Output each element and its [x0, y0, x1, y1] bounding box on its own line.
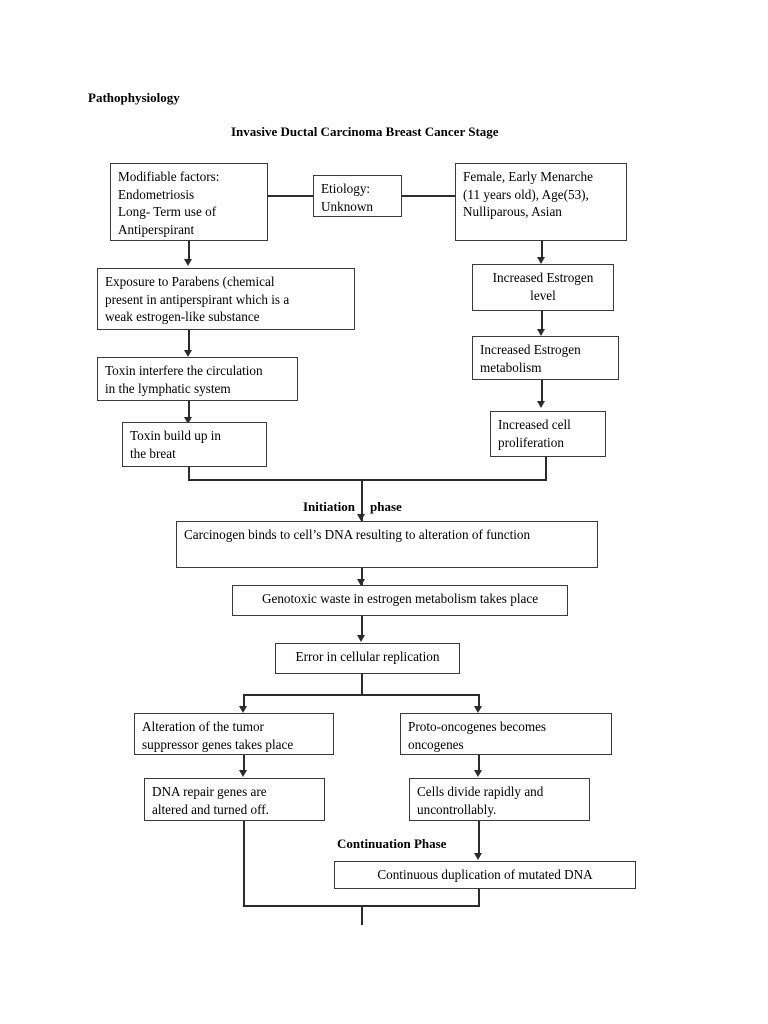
edge-genotoxic-error: [361, 616, 363, 638]
section-heading: Pathophysiology: [88, 90, 180, 105]
edge-split-right: [478, 694, 480, 710]
edge-proto-oncogenes-cells-divide: [478, 755, 480, 773]
node-toxin-build-up[interactable]: Toxin build up in the breat: [122, 422, 267, 467]
edge-bottom-outflow: [361, 905, 363, 925]
node-genotoxic-waste[interactable]: Genotoxic waste in estrogen metabolism t…: [232, 585, 568, 616]
page-title: Invasive Ductal Carcinoma Breast Cancer …: [231, 124, 499, 139]
arrow-nonmodifiable-estrogen-level: [537, 257, 545, 264]
label-continuation-phase: Continuation Phase: [337, 836, 447, 851]
node-modifiable-factors[interactable]: Modifiable factors: Endometriosis Long- …: [110, 163, 268, 241]
edge-proliferation-down: [545, 457, 547, 481]
node-carcinogen-binds[interactable]: Carcinogen binds to cell’s DNA resulting…: [176, 521, 598, 568]
edge-nonmodifiable-estrogen-level: [541, 241, 543, 260]
arrow-proto-oncogenes-cells-divide: [474, 770, 482, 777]
arrow-cells-divide-continuous: [474, 853, 482, 860]
arrow-estrogen-level-metabolism: [537, 329, 545, 336]
label-initiation-phase-left: Initiation: [303, 499, 356, 514]
edge-toxin-build-down: [188, 467, 190, 481]
arrow-parabens-toxin-interfere: [184, 350, 192, 357]
edge-etiology-nonmodifiable: [402, 195, 455, 197]
edge-tumor-suppressor-dna-repair: [243, 755, 245, 773]
node-tumor-suppressor[interactable]: Alteration of the tumor suppressor genes…: [134, 713, 334, 755]
edge-parabens-toxin-interfere: [188, 330, 190, 353]
arrow-modifiable-parabens: [184, 259, 192, 266]
label-initiation-phase-right: phase: [370, 499, 402, 514]
node-error-cellular-replication[interactable]: Error in cellular replication: [275, 643, 460, 674]
node-exposure-parabens[interactable]: Exposure to Parabens (chemical present i…: [97, 268, 355, 330]
node-toxin-interfere[interactable]: Toxin interfere the circulation in the l…: [97, 357, 298, 401]
arrow-carcinogen-genotoxic: [357, 579, 365, 586]
node-nonmodifiable-factors[interactable]: Female, Early Menarche (11 years old), A…: [455, 163, 627, 241]
node-proto-oncogenes[interactable]: Proto-oncogenes becomes oncogenes: [400, 713, 612, 755]
arrow-toxin-interfere-build: [184, 417, 192, 424]
edge-error-split-stem: [361, 674, 363, 696]
node-cells-divide[interactable]: Cells divide rapidly and uncontrollably.: [409, 778, 590, 821]
arrow-split-left: [239, 706, 247, 713]
node-increased-estrogen-metabolism[interactable]: Increased Estrogen metabolism: [472, 336, 619, 380]
edge-modifiable-parabens: [188, 241, 190, 262]
arrow-merge-to-carcinogen: [357, 514, 365, 521]
node-dna-repair-genes[interactable]: DNA repair genes are altered and turned …: [144, 778, 325, 821]
edge-cells-divide-continuous: [478, 821, 480, 857]
edge-dna-repair-down: [243, 821, 245, 907]
edge-toxin-interfere-build: [188, 401, 190, 420]
arrow-split-right: [474, 706, 482, 713]
edge-modifiable-etiology: [268, 195, 313, 197]
edge-merge-to-carcinogen: [361, 479, 363, 521]
edge-metabolism-proliferation: [541, 380, 543, 404]
node-etiology[interactable]: Etiology: Unknown: [313, 175, 402, 217]
node-continuous-duplication[interactable]: Continuous duplication of mutated DNA: [334, 861, 636, 889]
node-increased-cell-proliferation[interactable]: Increased cell proliferation: [490, 411, 606, 457]
edge-carcinogen-genotoxic: [361, 568, 363, 585]
arrow-genotoxic-error: [357, 635, 365, 642]
edge-continuous-down: [478, 889, 480, 907]
arrow-metabolism-proliferation: [537, 401, 545, 408]
edge-estrogen-level-metabolism: [541, 311, 543, 332]
node-increased-estrogen-level[interactable]: Increased Estrogen level: [472, 264, 614, 311]
edge-merge-horizontal: [188, 479, 547, 481]
arrow-tumor-suppressor-dna-repair: [239, 770, 247, 777]
edge-split-left: [243, 694, 245, 710]
edge-error-split-bar: [243, 694, 479, 696]
